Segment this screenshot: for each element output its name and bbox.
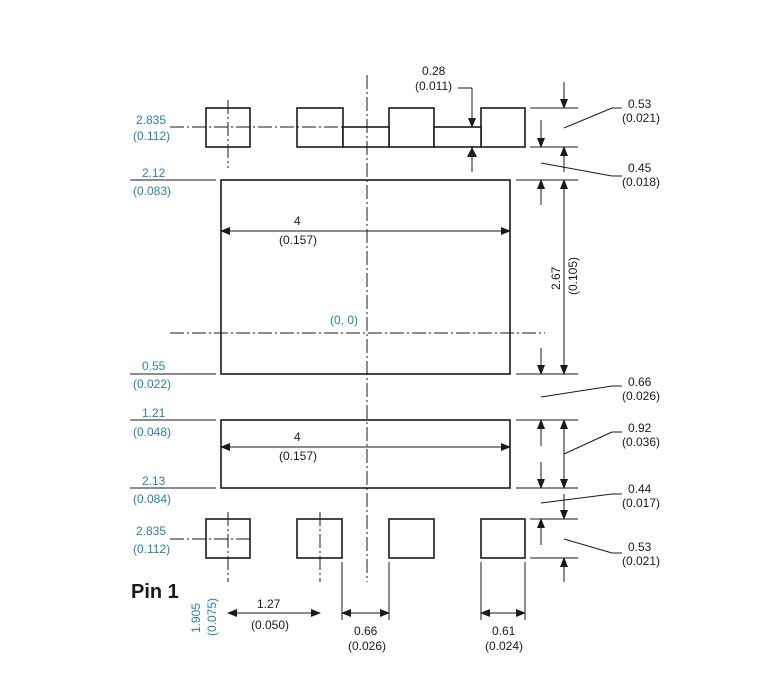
mid-gap-in-label: (0.026) bbox=[622, 389, 660, 403]
lower-pad bbox=[220, 419, 511, 489]
lower-pad-height-in-label: (0.036) bbox=[622, 435, 660, 449]
bottom-gap-mm-label: 0.44 bbox=[628, 482, 652, 496]
pitch-mm-label: 1.27 bbox=[257, 597, 281, 611]
y-bottom-pad-in-label: (0.112) bbox=[133, 542, 170, 556]
top-lead-gap-mm-label: 0.28 bbox=[422, 64, 446, 78]
top-pad-height-mm-label: 0.53 bbox=[628, 97, 652, 111]
origin-label: (0, 0) bbox=[330, 313, 358, 327]
top-pad-height-in-label: (0.021) bbox=[622, 111, 660, 125]
pin1-x-in-label: (0.075) bbox=[205, 598, 219, 636]
y-main-top-mm-label: 2.12 bbox=[142, 166, 166, 180]
pin1-x-mm-label: 1.905 bbox=[189, 603, 203, 633]
y-top-pad-in-label: (0.112) bbox=[133, 129, 170, 143]
main-pad-width-mm-label: 4 bbox=[294, 214, 301, 228]
bottom-pad-3 bbox=[388, 518, 435, 559]
y-lower-top-in-label: (0.048) bbox=[133, 425, 171, 439]
y-lower-top-mm-label: 1.21 bbox=[142, 406, 166, 420]
pin1-label: Pin 1 bbox=[131, 581, 179, 603]
main-pad-width-in-label: (0.157) bbox=[279, 233, 317, 247]
top-pad-3 bbox=[388, 107, 435, 148]
bottom-pad-height-in-label: (0.021) bbox=[622, 554, 660, 568]
pin-center-offset-mm-label: 0.66 bbox=[354, 624, 378, 638]
bottom-pad-height-mm-label: 0.53 bbox=[628, 540, 652, 554]
pin-center-offset-in-label: (0.026) bbox=[348, 639, 386, 653]
pad-width-mm-label: 0.61 bbox=[492, 624, 516, 638]
mid-gap-mm-label: 0.66 bbox=[628, 375, 652, 389]
y-main-bottom-mm-label: 0.55 bbox=[142, 359, 166, 373]
y-lower-bottom-in-label: (0.084) bbox=[133, 492, 171, 506]
top-gap-mm-label: 0.45 bbox=[628, 161, 652, 175]
top-gap-in-label: (0.018) bbox=[622, 175, 660, 189]
main-thermal-pad bbox=[220, 179, 511, 375]
pitch-in-label: (0.050) bbox=[251, 618, 289, 632]
top-lead-strip-1 bbox=[342, 126, 390, 148]
y-main-top-in-label: (0.083) bbox=[133, 184, 171, 198]
top-lead-gap-in-label: (0.011) bbox=[415, 79, 452, 93]
lower-pad-width-mm-label: 4 bbox=[294, 430, 301, 444]
top-pad-4 bbox=[480, 107, 526, 148]
lower-pad-height-mm-label: 0.92 bbox=[628, 421, 652, 435]
top-lead-strip-2 bbox=[433, 126, 482, 148]
pad-width-in-label: (0.024) bbox=[485, 639, 523, 653]
y-bottom-pad-mm-label: 2.835 bbox=[136, 524, 166, 538]
main-pad-height-mm-label: 2.67 bbox=[549, 266, 563, 290]
lower-pad-width-in-label: (0.157) bbox=[279, 449, 317, 463]
y-lower-bottom-mm-label: 2.13 bbox=[142, 474, 166, 488]
y-main-bottom-in-label: (0.022) bbox=[133, 377, 171, 391]
main-pad-height-in-label: (0.105) bbox=[566, 257, 580, 295]
bottom-pad-4 bbox=[480, 518, 526, 559]
y-top-pad-mm-label: 2.835 bbox=[136, 113, 166, 127]
bottom-gap-in-label: (0.017) bbox=[622, 496, 660, 510]
